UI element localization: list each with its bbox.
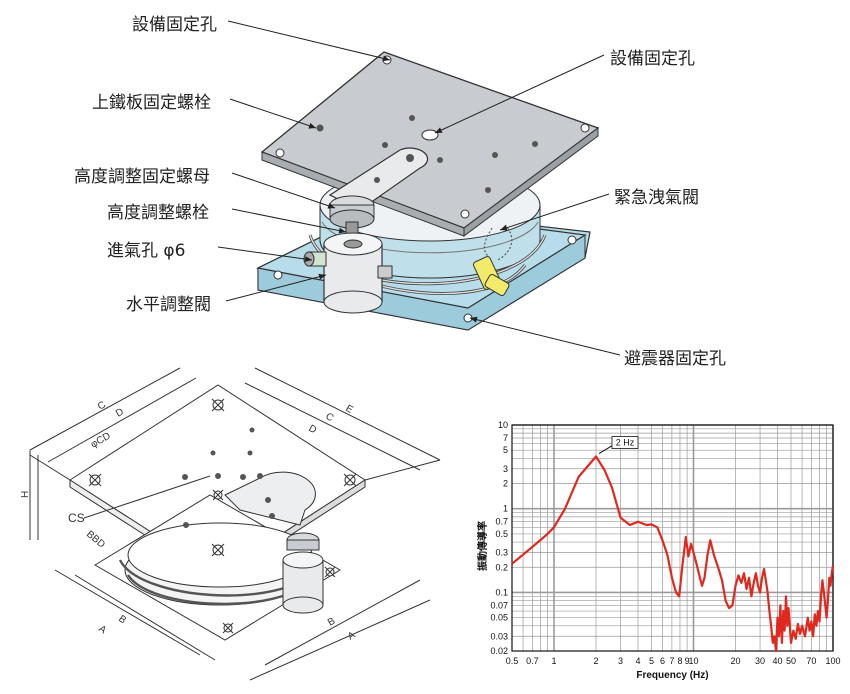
dim-D-right: D [307,423,319,436]
y-tick-label: 3 [503,464,508,474]
dim-phiCD: φCD [89,431,113,451]
y-tick-label: 10 [498,420,508,430]
y-tick-label: 0.1 [495,587,508,597]
x-tick-label: 100 [825,656,840,666]
x-tick-label: 50 [786,656,796,666]
plot-frame [511,424,834,652]
y-tick-label: 2 [503,479,508,489]
callout-leaders [217,20,621,356]
annotation-leader [598,444,615,454]
x-tick-label: 10 [688,656,698,666]
dim-D-left: D [114,406,126,419]
dim-H: H [20,491,31,498]
x-tick-label: 1 [551,656,556,666]
y-tick-label: 0.7 [495,517,508,527]
dim-C-right: C [324,411,336,424]
callout-equip-hole-top: 設備固定孔 [132,15,217,35]
callout-isolator-hole: 避震器固定孔 [624,349,726,369]
dimension-drawing [29,367,441,681]
dim-A-left: A [96,623,108,636]
callout-top-plate-bolt: 上鐵板固定螺栓 [92,93,211,113]
x-tick-label: 5 [649,656,654,666]
callout-air-inlet: 進氣孔 φ6 [107,241,186,261]
x-tick-label: 0.7 [526,656,539,666]
dim-A-right: A [346,630,358,643]
dim-E: E [344,403,356,416]
annotation-box [611,436,639,449]
x-tick-label: 0.5 [506,656,519,666]
dim-B-right: B [326,616,338,629]
y-axis-label: 振動傳導率 [476,521,489,571]
isolator-3d-view [256,51,600,331]
callout-equip-hole-right: 設備固定孔 [610,49,695,69]
transmissibility-curve [511,455,835,653]
x-tick-label: 70 [806,656,816,666]
y-tick-label: 1 [503,504,508,514]
y-tick-label: 0.05 [490,613,508,623]
dim-C-left: C [96,399,108,412]
y-tick-label: 0.03 [490,631,508,641]
y-tick-label: 7 [503,433,508,443]
callout-height-nut: 高度調整固定螺母 [74,167,210,187]
x-tick-label: 2 [593,656,598,666]
y-tick-label: 0.2 [495,562,508,572]
annotation-label: 2 Hz [616,438,635,448]
y-tick-label: 0.3 [495,548,508,558]
x-tick-label: 8 [677,656,682,666]
x-tick-label: 20 [730,656,740,666]
x-axis-label: Frequency (Hz) [636,670,708,681]
x-tick-label: 7 [669,656,674,666]
y-tick-label: 0.5 [495,529,508,539]
dim-B-left: B [116,613,128,626]
x-tick-label: 6 [660,656,665,666]
x-tick-label: 40 [772,656,782,666]
y-tick-label: 5 [503,445,508,455]
callout-emergency-valve: 緊急洩氣閥 [614,188,699,208]
y-tick-label: 0.07 [490,600,508,610]
x-tick-label: 9 [685,656,690,666]
callout-level-valve: 水平調整閥 [126,295,211,315]
y-tick-label: 0.02 [490,646,508,656]
dim-BBD: BBD [84,529,107,551]
dim-CS: CS [68,511,85,525]
x-tick-label: 30 [755,656,765,666]
x-tick-label: 4 [635,656,640,666]
x-tick-label: 3 [618,656,623,666]
callout-height-bolt: 高度調整螺栓 [107,203,209,223]
